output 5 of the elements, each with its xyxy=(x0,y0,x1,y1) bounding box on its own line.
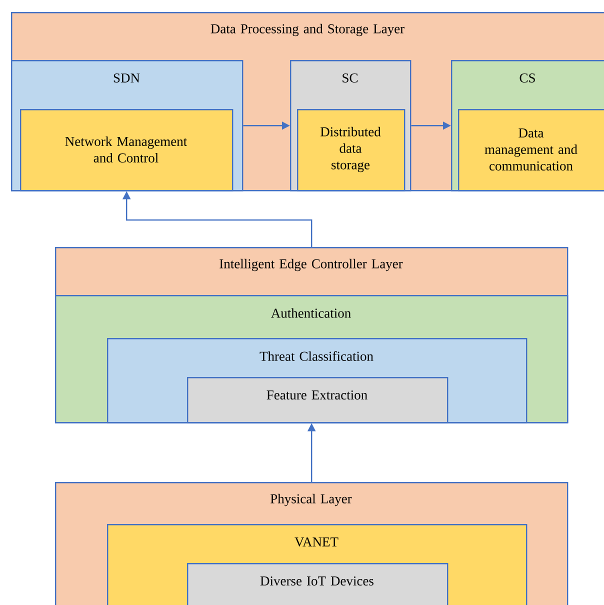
component-box: Data management and communication xyxy=(458,109,604,192)
component-box: Distributed data storage xyxy=(297,109,406,192)
layer-box: Diverse IoT Devices xyxy=(187,563,448,605)
layer-box: Feature Extraction xyxy=(187,377,448,424)
component-box: Network Management and Control xyxy=(20,109,234,192)
